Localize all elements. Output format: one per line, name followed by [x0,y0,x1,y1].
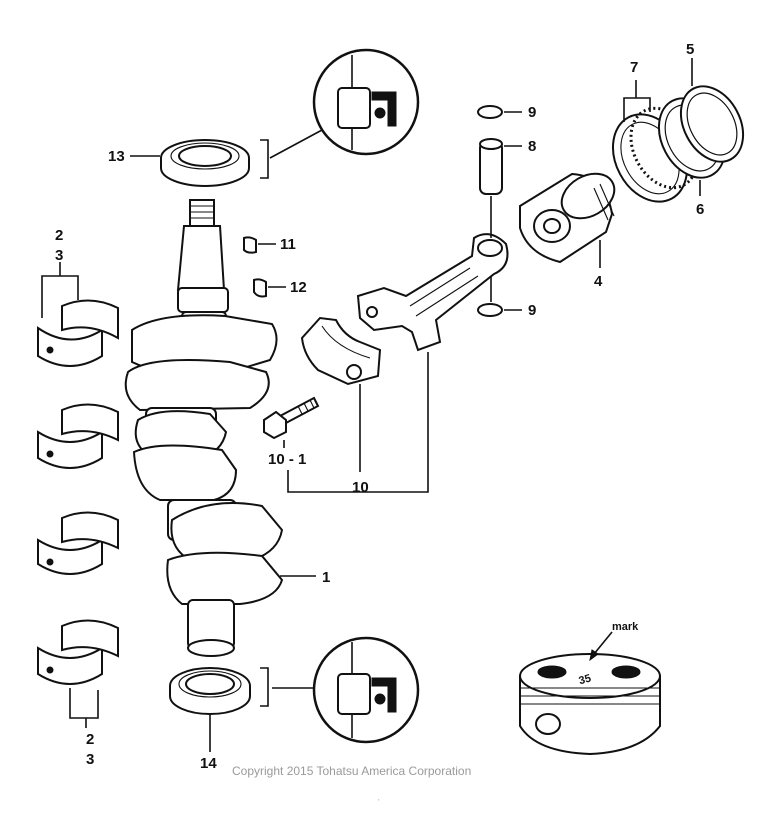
label-rod-bolt: 10 - 1 [268,451,306,468]
svg-text:,: , [378,796,380,802]
pin-clip-top[interactable] [477,105,503,119]
label-rod-cap: 10 [352,479,369,496]
crankshaft[interactable] [124,199,284,657]
connecting-rod[interactable] [356,233,509,352]
label-bearing-top-3: 3 [55,247,63,264]
label-clip-bottom: 9 [528,302,536,319]
label-ring-second: 6 [696,201,704,218]
piston-mark-detail: 35 [519,653,661,756]
label-crankshaft: 1 [322,569,330,586]
label-mark: mark [612,621,639,633]
label-oil-seal-top: 13 [108,148,125,165]
label-key-11: 11 [280,236,296,253]
copyright-notice: Copyright 2015 Tohatsu America Corporati… [232,764,472,778]
main-bearing-2[interactable] [37,403,119,469]
pin-clip-bottom[interactable] [477,303,503,317]
label-piston-pin: 8 [528,138,536,155]
piston[interactable] [519,165,622,264]
label-bearing-top-2: 2 [55,227,63,244]
rod-bolt[interactable] [263,396,320,440]
label-bearing-bottom-3: 3 [86,751,94,768]
piston-ring-top[interactable] [668,76,755,173]
main-bearing-1[interactable] [37,299,119,367]
label-clip-top: 9 [528,104,536,121]
oil-seal-top[interactable] [160,139,250,187]
oil-seal-bottom[interactable] [169,667,251,715]
label-oil-ring: 7 [630,59,638,76]
seal-detail-top [312,48,420,156]
woodruff-key-11[interactable] [243,236,257,254]
connecting-rod-cap[interactable] [300,316,382,386]
piston-pin[interactable] [479,138,503,195]
piston-marking-text: 35 [578,673,593,688]
seal-detail-bottom [312,636,420,744]
label-oil-seal-bottom: 14 [200,755,217,772]
label-ring-top: 5 [686,41,694,58]
label-key-12: 12 [290,279,307,296]
label-piston: 4 [594,273,603,290]
label-bearing-bottom-2: 2 [86,731,94,748]
woodruff-key-12[interactable] [253,278,267,298]
main-bearing-4[interactable] [37,619,119,685]
main-bearing-3[interactable] [37,511,119,575]
